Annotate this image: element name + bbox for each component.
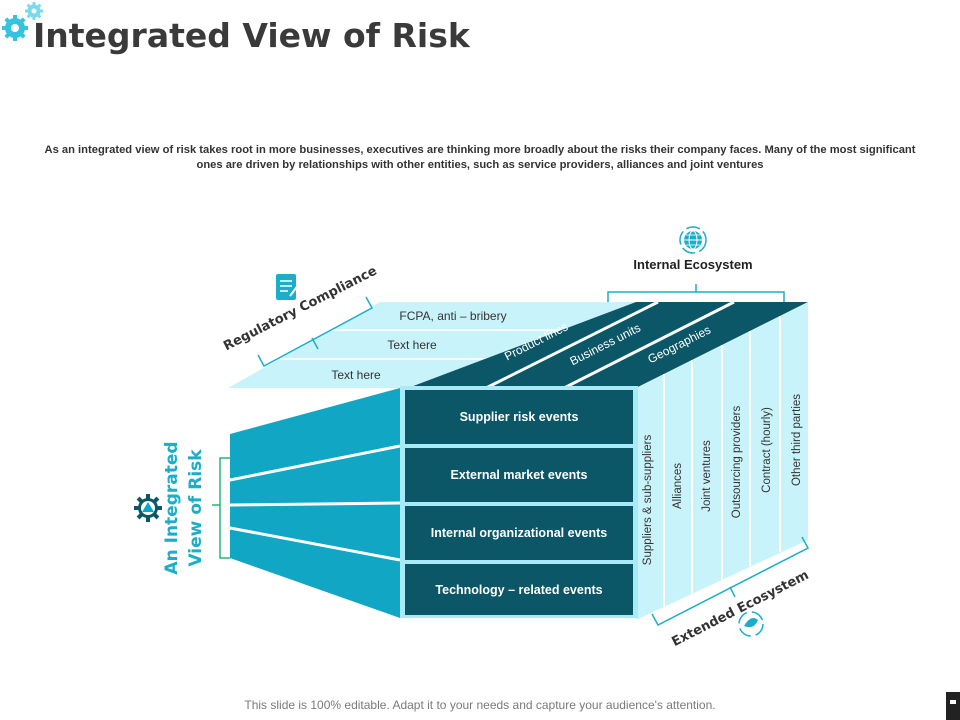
regulatory-bracket xyxy=(257,296,374,368)
corner-puzzle-icon xyxy=(946,692,960,720)
extended-item-contract: Contract (hourly) xyxy=(761,407,773,493)
regulatory-layer xyxy=(228,302,636,388)
leaf-cycle-icon xyxy=(738,611,764,637)
internal-ecosystem-label: Internal Ecosystem xyxy=(633,257,752,272)
event-box-technology xyxy=(405,564,633,615)
gear-logo-icon xyxy=(2,2,43,41)
document-edit-icon xyxy=(276,274,300,300)
internal-stripe-product-lines xyxy=(408,302,658,388)
event-label-technology: Technology – related events xyxy=(435,583,602,597)
event-label-supplier: Supplier risk events xyxy=(460,410,579,424)
side-bracket xyxy=(219,457,230,559)
event-label-internal: Internal organizational events xyxy=(431,526,607,540)
extended-item-other: Other third parties xyxy=(791,394,803,486)
extended-bracket xyxy=(651,536,810,627)
extended-item-outsourcing: Outsourcing providers xyxy=(731,406,743,519)
intro-paragraph: As an integrated view of risk takes root… xyxy=(44,144,916,171)
regulatory-row-1: FCPA, anti – bribery xyxy=(399,309,506,323)
internal-stripe-geographies xyxy=(564,302,808,388)
extended-item-alliances: Alliances xyxy=(672,463,684,509)
side-label-line1: An Integrated xyxy=(162,441,182,574)
extended-item-joint-ventures: Joint ventures xyxy=(701,440,713,512)
footer-note: This slide is 100% editable. Adapt it to… xyxy=(244,698,716,712)
event-box-market xyxy=(405,448,633,502)
regulatory-row-3: Text here xyxy=(331,368,381,382)
event-box-internal xyxy=(405,506,633,560)
regulatory-row-2: Text here xyxy=(387,338,437,352)
side-label-line2: View of Risk xyxy=(186,449,206,567)
internal-stripe-business-units xyxy=(486,302,734,388)
globe-icon xyxy=(679,226,707,254)
page-title: Integrated View of Risk xyxy=(33,16,470,55)
internal-bracket xyxy=(607,291,785,302)
event-box-supplier xyxy=(405,390,633,444)
event-label-market: External market events xyxy=(451,468,588,482)
gear-warning-icon xyxy=(134,494,162,522)
extended-item-suppliers: Suppliers & sub-suppliers xyxy=(642,435,654,566)
